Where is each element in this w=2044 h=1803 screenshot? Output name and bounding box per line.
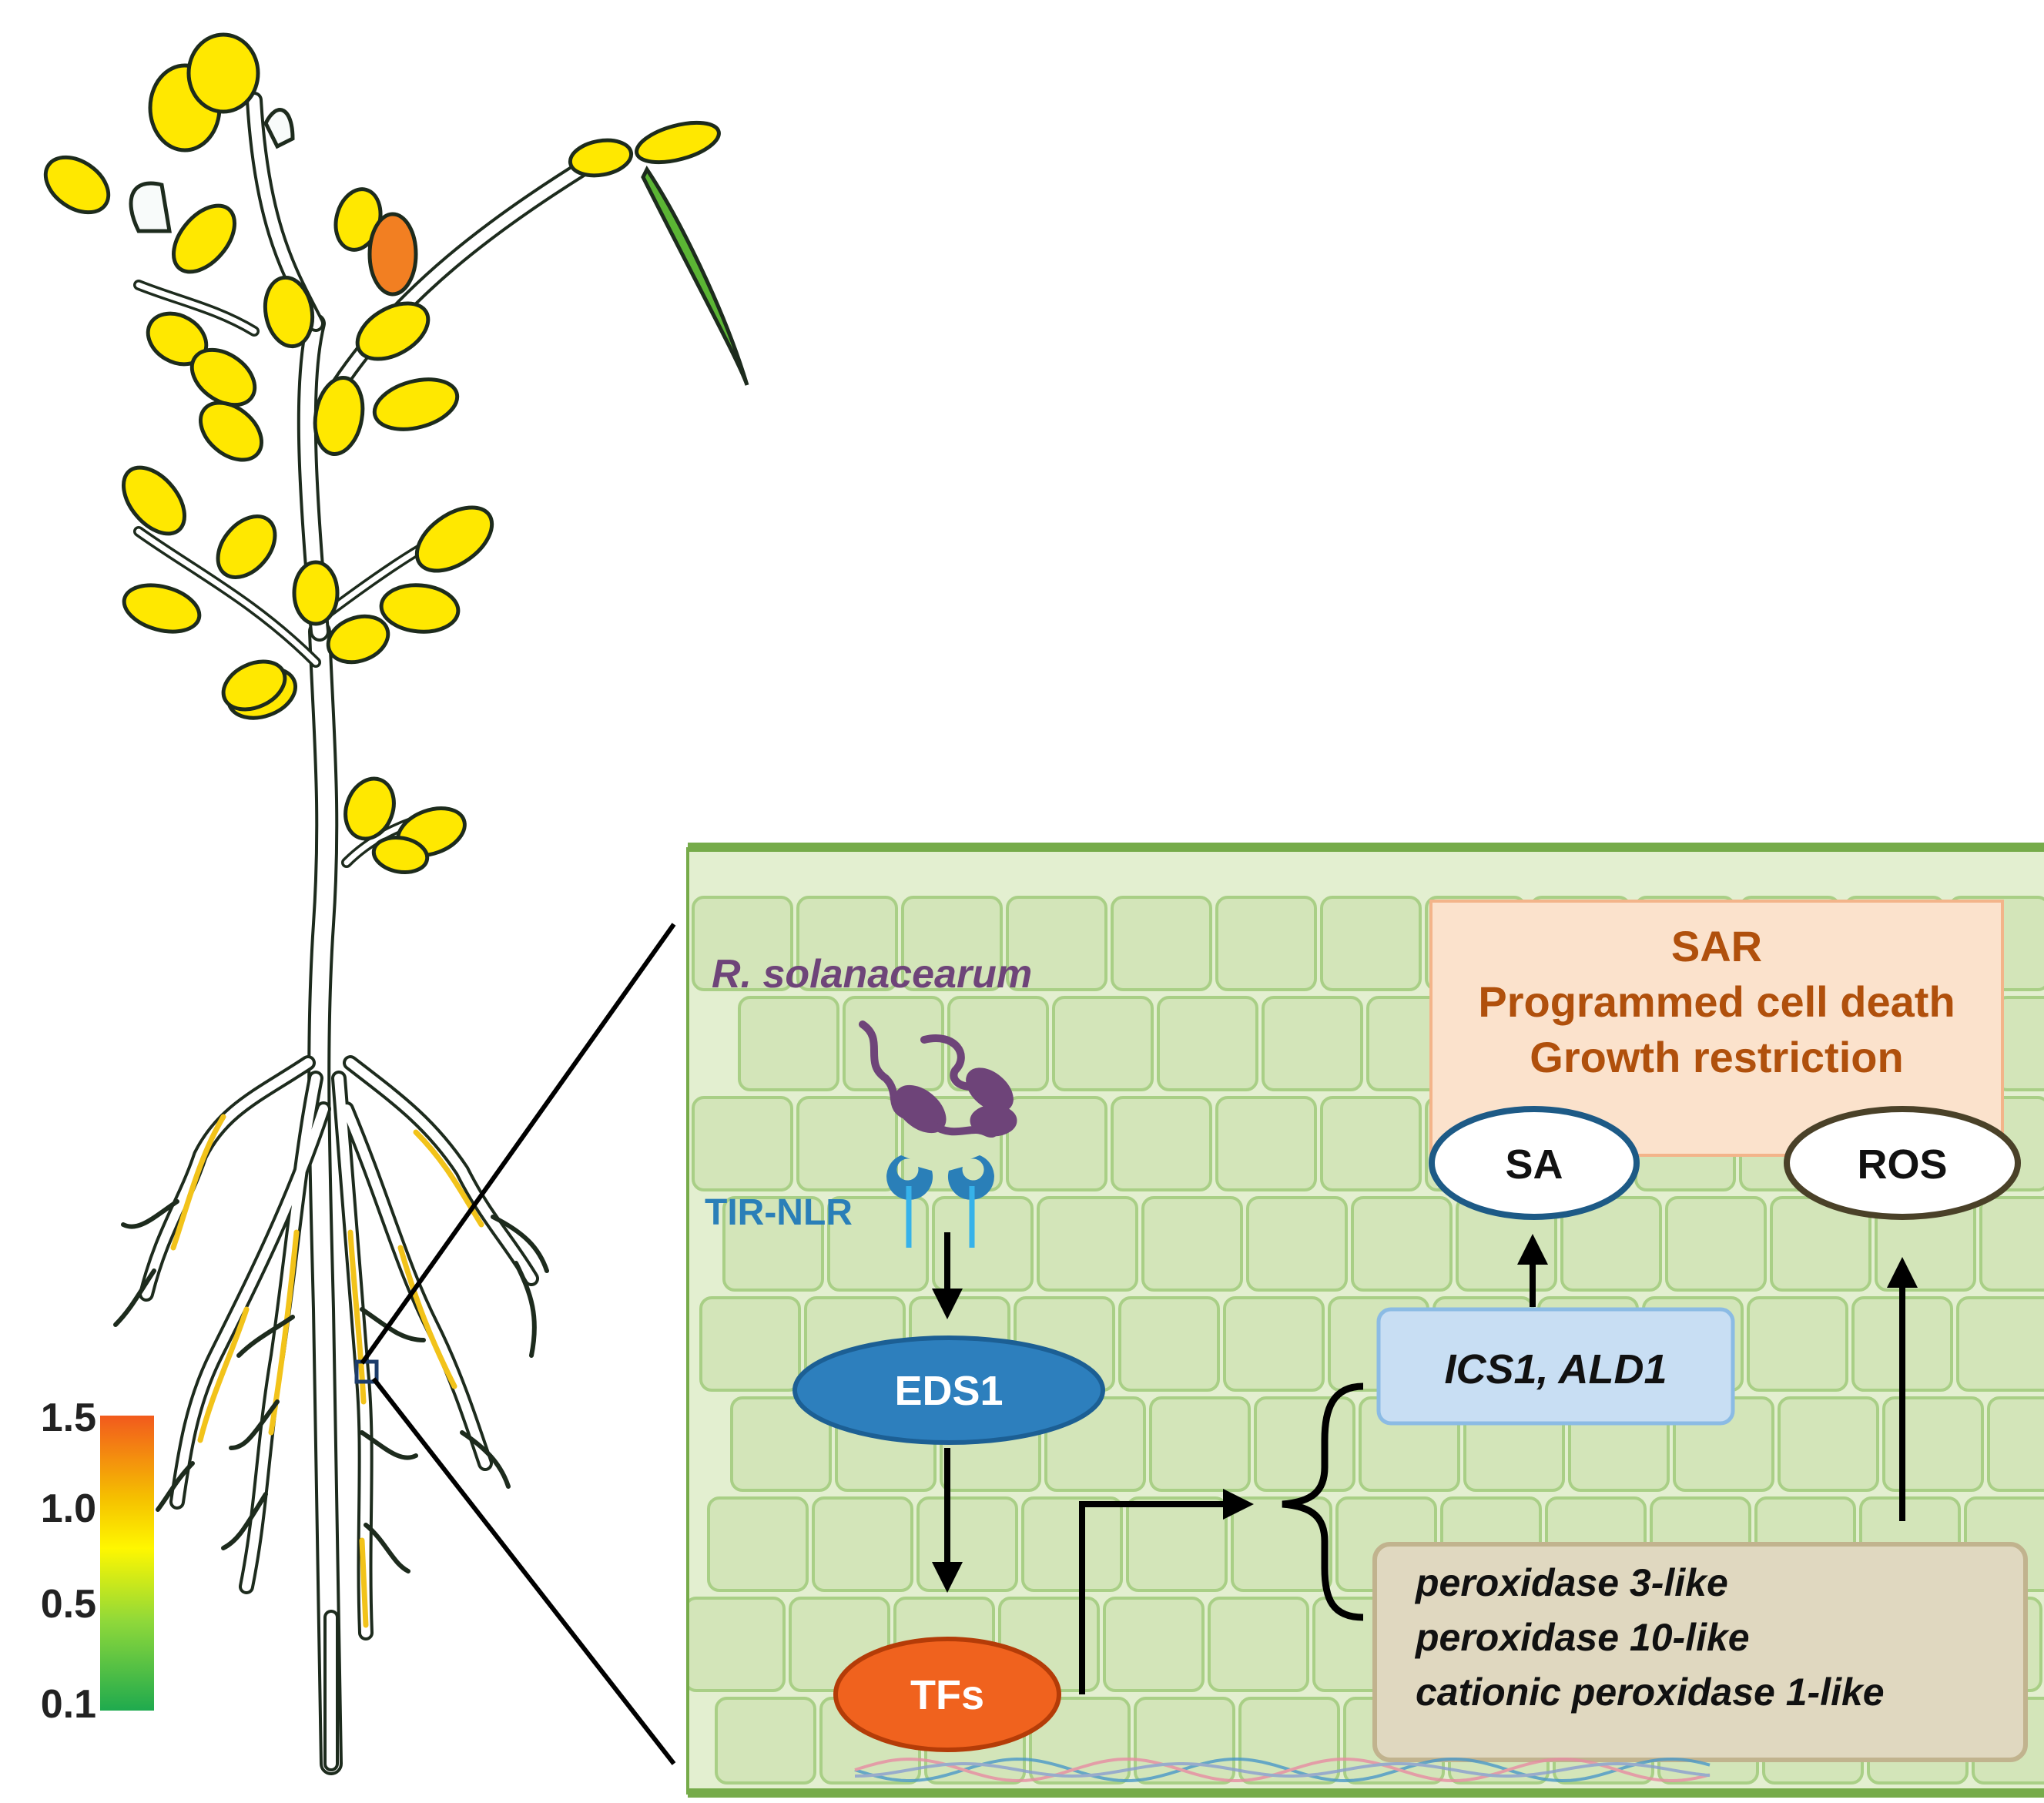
zoom-line-top	[360, 923, 676, 1365]
plant-cell	[699, 1296, 801, 1392]
plant-cell	[722, 1196, 824, 1292]
plant-cell	[1262, 996, 1363, 1091]
plant-cell	[1208, 1597, 1309, 1692]
peroxidase-box	[1372, 1542, 2028, 1762]
sa-genes-box	[1376, 1307, 1735, 1426]
plant-cell	[1141, 1196, 1243, 1292]
color-scale-legend: 1.5 1.0 0.5 0.1	[41, 1396, 154, 1727]
outcome-growth-restriction: Growth restriction	[1530, 1033, 1903, 1081]
tfs-node	[833, 1637, 1061, 1752]
tissue-zoom-panel: SAR Programmed cell death Growth restric…	[686, 843, 2044, 1798]
pathogen-label: R. solanacearum	[712, 952, 1032, 997]
dna-helix-icon	[854, 1757, 1711, 1783]
eds1-label: EDS1	[894, 1368, 1003, 1414]
plant-cell	[1111, 896, 1212, 991]
color-scale-tick-0-1: 0.1	[41, 1682, 96, 1727]
plant-cell	[1103, 1597, 1205, 1692]
tfs-label: TFs	[910, 1672, 984, 1718]
color-scale-tick-1-0: 1.0	[41, 1486, 96, 1531]
plant-cell	[1037, 1196, 1138, 1292]
ros-label: ROS	[1857, 1141, 1947, 1188]
plant-cell	[1231, 1496, 1332, 1592]
color-scale-bar	[100, 1416, 154, 1711]
color-scale-tick-1-5: 1.5	[41, 1396, 96, 1440]
sa-genes-label: ICS1, ALD1	[1444, 1346, 1667, 1392]
arrow-tfs-to-genes	[1079, 1489, 1254, 1694]
plant-cell	[1157, 996, 1258, 1091]
outcome-programmed-cell-death: Programmed cell death	[1478, 977, 1955, 1026]
root-icon	[113, 1055, 549, 1771]
sa-node	[1429, 1106, 1640, 1220]
plant-cell	[730, 1396, 832, 1492]
plant-cell	[796, 896, 898, 991]
plant-cell	[796, 1096, 898, 1191]
plant-cell	[1320, 896, 1422, 991]
peroxidase-10-like: peroxidase 10-like	[1414, 1616, 1750, 1659]
zoom-region-marker	[354, 1359, 379, 1384]
plant-cell	[738, 996, 839, 1091]
peroxidase-3-like: peroxidase 3-like	[1414, 1561, 1728, 1604]
plant-cell	[1126, 1496, 1228, 1592]
plant-cell	[1882, 1396, 1984, 1492]
plant-cell	[1987, 1396, 2044, 1492]
plant-cell	[1223, 1296, 1325, 1392]
flower-icon	[129, 108, 418, 297]
plant-illustration	[43, 32, 749, 1775]
plant-cell	[1052, 996, 1154, 1091]
plant-cell	[916, 1496, 1018, 1592]
plant-cell	[1111, 1096, 1212, 1191]
plant-cell	[1320, 1096, 1422, 1191]
plant-cell	[1979, 1196, 2044, 1292]
plant-cell	[1215, 1096, 1317, 1191]
plant-cell	[1246, 1196, 1348, 1292]
outcome-sar: SAR	[1671, 922, 1762, 970]
ros-node	[1784, 1106, 2021, 1220]
cationic-peroxidase-1-like: cationic peroxidase 1-like	[1416, 1671, 1885, 1714]
plant-cell	[1747, 1296, 1848, 1392]
plant-cell	[812, 1496, 913, 1592]
plant-cell	[715, 1697, 816, 1785]
plant-cell	[1021, 1496, 1123, 1592]
plant-cell	[692, 896, 793, 991]
pathway-arrows	[932, 1232, 1918, 1694]
color-scale-tick-0-5: 0.5	[41, 1582, 96, 1627]
plant-cell	[1665, 1196, 1767, 1292]
plant-cell	[901, 896, 1003, 991]
zoom-line-bottom	[371, 1377, 676, 1765]
plant-cell	[1118, 1296, 1220, 1392]
plant-cell	[1006, 896, 1107, 991]
sa-label: SA	[1505, 1141, 1563, 1188]
plant-cell	[932, 1196, 1034, 1292]
brace	[1282, 1382, 1364, 1621]
plant-cell	[1351, 1196, 1453, 1292]
plant-cell	[1215, 896, 1317, 991]
plant-cell	[707, 1496, 809, 1592]
seed-pod-icon	[641, 166, 749, 386]
plant-cell	[692, 1096, 793, 1191]
plant-cell	[1778, 1396, 1879, 1492]
plant-cell	[827, 1196, 929, 1292]
plant-cell	[1254, 1396, 1355, 1492]
receptor-label: TIR-NLR	[705, 1192, 853, 1233]
plant-cell	[1956, 1296, 2044, 1392]
plant-cell	[843, 996, 944, 1091]
plant-cell	[1149, 1396, 1251, 1492]
bacteria-icon	[859, 1020, 1017, 1138]
plant-leaves	[43, 32, 721, 875]
receptor-icon	[886, 1155, 994, 1248]
plant-cell	[688, 1597, 786, 1692]
plant-cell	[1006, 1096, 1107, 1191]
eds1-node	[792, 1335, 1105, 1445]
